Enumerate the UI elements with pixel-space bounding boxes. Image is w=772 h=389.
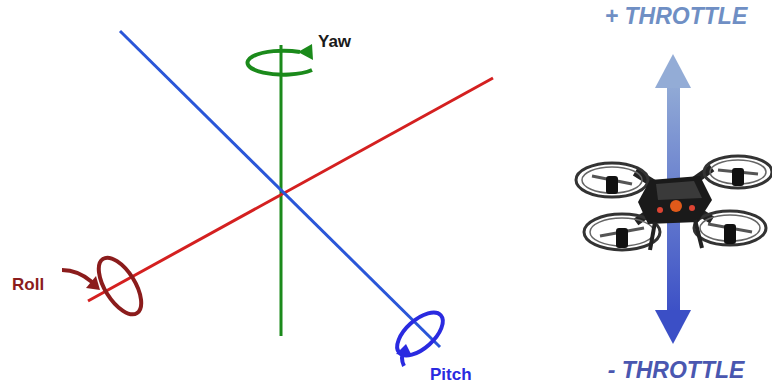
throttle-label: + THROTTLE [605,4,747,29]
axis-label: Pitch [430,366,472,385]
roll-axis [88,78,493,301]
roll-rotation-arrow [62,251,150,321]
yaw-rotation-arrow [248,44,313,75]
throttle-label: - THROTTLE [608,358,745,383]
pitch-rotation-arrow [390,305,450,366]
axis-label: Roll [12,276,44,295]
axis-label: Yaw [318,33,351,52]
pitch-axis [120,31,440,347]
drone-picture [576,156,772,250]
